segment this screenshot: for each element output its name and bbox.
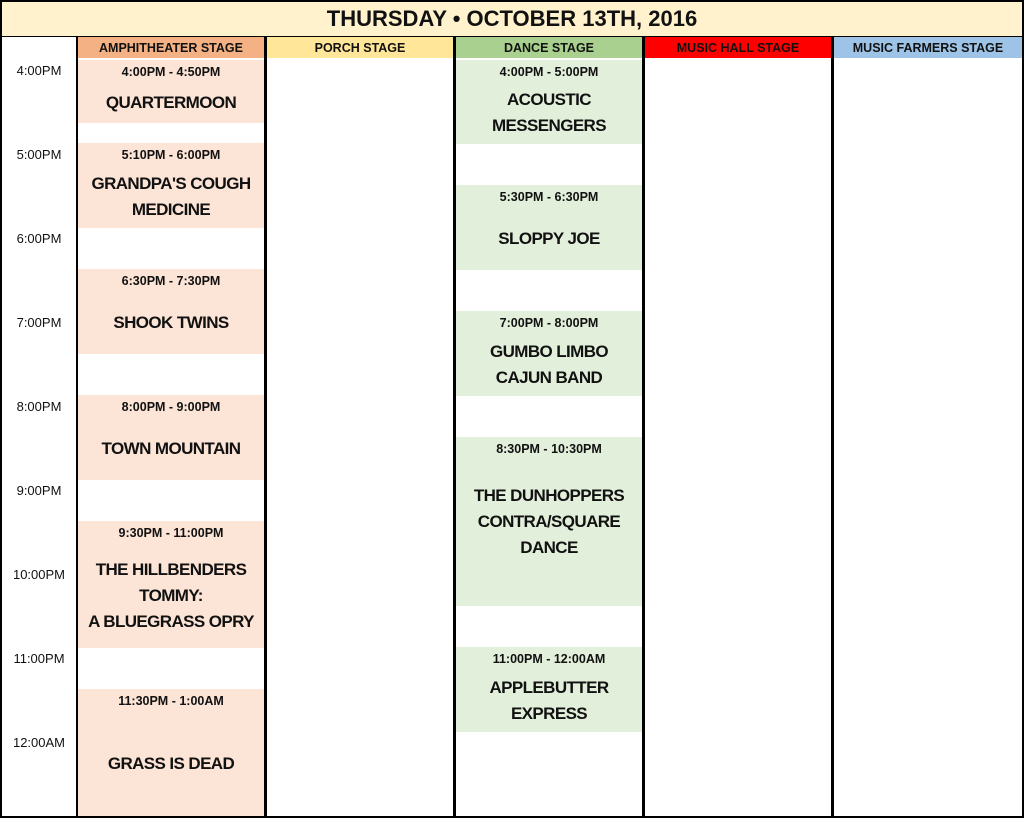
- event-block: 8:30PM - 10:30PM THE DUNHOPPERS CONTRA/SQ…: [456, 437, 642, 606]
- event-time: 5:10PM - 6:00PM: [121, 148, 221, 162]
- time-label: 6:00PM: [16, 231, 62, 246]
- stage-column-music-farmers: MUSIC FARMERS STAGE: [834, 37, 1022, 816]
- time-label: 12:00AM: [12, 735, 66, 750]
- stage-header: MUSIC FARMERS STAGE: [834, 37, 1022, 58]
- event-time: 11:00PM - 12:00AM: [492, 652, 606, 666]
- event-time: 6:30PM - 7:30PM: [121, 274, 221, 288]
- event-block: 5:30PM - 6:30PM SLOPPY JOE: [456, 185, 642, 270]
- event-name: GRANDPA'S COUGH MEDICINE: [91, 173, 251, 219]
- event-name: GRASS IS DEAD: [107, 753, 235, 773]
- event-name: QUARTERMOON: [105, 92, 237, 112]
- event-name: TOWN MOUNTAIN: [101, 438, 241, 458]
- stage-column-music-hall: MUSIC HALL STAGE: [645, 37, 831, 816]
- event-name: SLOPPY JOE: [498, 228, 600, 248]
- time-column: 4:00PM 5:00PM 6:00PM 7:00PM 8:00PM 9:00P…: [2, 37, 76, 816]
- time-label: 10:00PM: [12, 567, 66, 582]
- event-block: 9:30PM - 11:00PM THE HILLBENDERS TOMMY: A…: [78, 521, 264, 648]
- time-label: 5:00PM: [16, 147, 62, 162]
- event-time: 8:30PM - 10:30PM: [496, 442, 602, 456]
- stage-header: PORCH STAGE: [267, 37, 453, 58]
- event-name: ACOUSTIC MESSENGERS: [492, 90, 607, 135]
- event-block: 11:30PM - 1:00AM GRASS IS DEAD: [78, 689, 264, 816]
- stage-header: DANCE STAGE: [456, 37, 642, 58]
- stage-column-dance: DANCE STAGE 4:00PM - 5:00PM ACOUSTIC MESS…: [456, 37, 642, 816]
- event-time: 9:30PM - 11:00PM: [118, 526, 224, 540]
- event-block: 8:00PM - 9:00PM TOWN MOUNTAIN: [78, 395, 264, 480]
- event-time: 4:00PM - 5:00PM: [499, 65, 599, 79]
- event-block: 7:00PM - 8:00PM GUMBO LIMBO CAJUN BAND: [456, 311, 642, 396]
- event-name: GUMBO LIMBO CAJUN BAND: [489, 341, 609, 387]
- stage-header: AMPHITHEATER STAGE: [78, 37, 264, 58]
- time-label: 7:00PM: [16, 315, 62, 330]
- time-label: 9:00PM: [16, 483, 62, 498]
- event-block: 4:00PM - 4:50PM QUARTERMOON: [78, 60, 264, 123]
- event-time: 8:00PM - 9:00PM: [121, 400, 221, 414]
- time-label: 4:00PM: [16, 63, 62, 78]
- event-name: APPLEBUTTER EXPRESS: [489, 677, 609, 723]
- event-name: THE HILLBENDERS TOMMY: A BLUEGRASS OPRY: [88, 559, 254, 631]
- event-time: 5:30PM - 6:30PM: [499, 190, 599, 204]
- event-block: 5:10PM - 6:00PM GRANDPA'S COUGH MEDICINE: [78, 143, 264, 228]
- time-label: 8:00PM: [16, 399, 62, 414]
- event-name: THE DUNHOPPERS CONTRA/SQUARE DANCE: [473, 485, 625, 557]
- event-block: 6:30PM - 7:30PM SHOOK TWINS: [78, 269, 264, 354]
- stage-column-porch: PORCH STAGE: [267, 37, 453, 816]
- event-block: 4:00PM - 5:00PM ACOUSTIC MESSENGERS: [456, 60, 642, 144]
- page-title: THURSDAY • OCTOBER 13TH, 2016: [2, 2, 1022, 36]
- event-time: 7:00PM - 8:00PM: [499, 316, 599, 330]
- time-label: 11:00PM: [13, 651, 65, 666]
- event-time: 11:30PM - 1:00AM: [118, 694, 224, 708]
- event-block: 11:00PM - 12:00AM APPLEBUTTER EXPRESS: [456, 647, 642, 732]
- event-time: 4:00PM - 4:50PM: [121, 65, 221, 79]
- event-name: SHOOK TWINS: [113, 312, 229, 332]
- stage-header: MUSIC HALL STAGE: [645, 37, 831, 58]
- stage-column-amphitheater: AMPHITHEATER STAGE 4:00PM - 4:50PM QUARTE…: [78, 37, 264, 816]
